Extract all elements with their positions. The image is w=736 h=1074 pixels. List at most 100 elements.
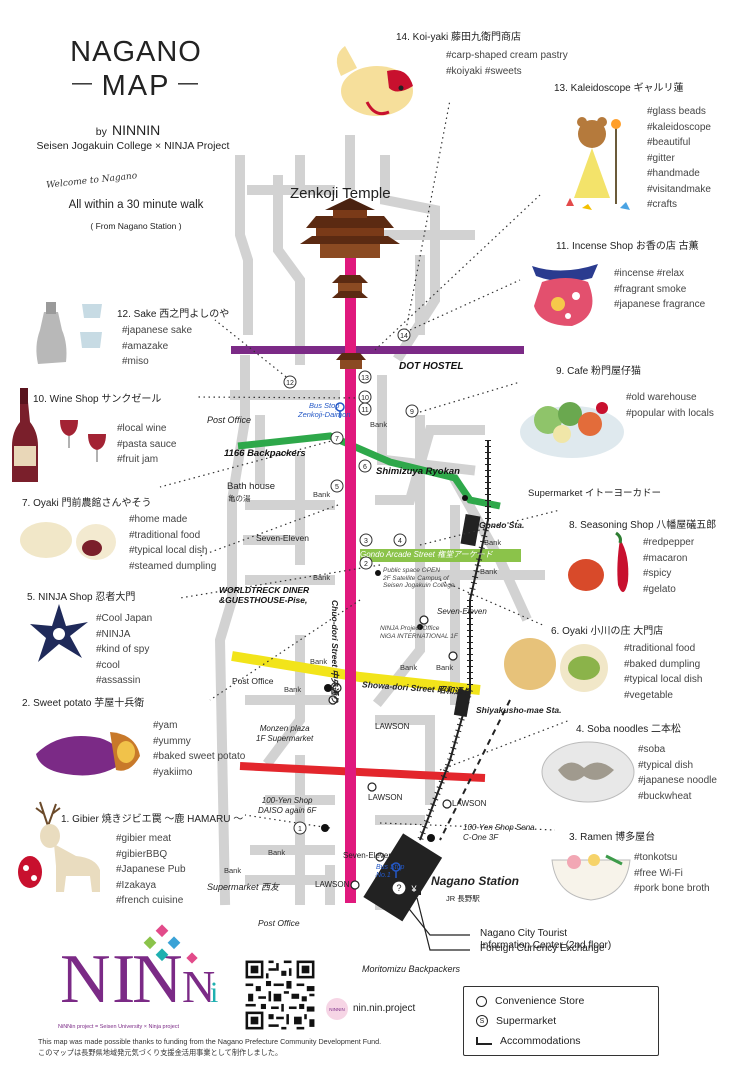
convenience-symbol (350, 880, 360, 890)
tourist-info-line2: Information Center (2nd floor) (480, 940, 612, 951)
daiso-line1: 100-Yen Shop (261, 796, 313, 805)
shop-6-tag: #vegetable (624, 689, 673, 701)
shop-3-tag: #tonkotsu (634, 852, 678, 863)
marker-11: 11 (361, 407, 368, 414)
supermarket-itoyokado-label: Supermarket イトーヨーカドー (528, 488, 662, 499)
shop-8-tag: #redpepper (643, 537, 695, 548)
svg-text:N: N (60, 941, 109, 1018)
shop-5-name: 5. NINJA Shop 忍者大門 (27, 592, 136, 603)
shop-4-tag: #typical dish (638, 759, 694, 771)
legend-convenience: Convenience Store (476, 995, 584, 1007)
logo-sub: NiNNin project = Seisen University × Nin… (58, 1024, 180, 1030)
kaleidoscope-illustration (566, 117, 630, 210)
bank-label: Bank (370, 420, 388, 429)
currency-leader (416, 897, 470, 951)
chuo-street-label: Chuo-dori Street 中央通り (330, 600, 340, 704)
shop-12-tag: #japanese sake (122, 325, 193, 336)
bank-label: Bank (268, 848, 286, 857)
svg-text:I: I (112, 941, 133, 1018)
street-purple (231, 346, 524, 354)
seven-eleven-2: Seven-Eleven (437, 607, 487, 616)
svg-text:i: i (210, 976, 218, 1009)
shop-7-tags: #home made #traditional food #typical lo… (129, 512, 216, 574)
sena-label: 100-Yen Shop Sena C-One 3F (463, 823, 535, 843)
marker-9: 9 (410, 409, 414, 416)
bus-stop-no1-line2: No.1 (376, 872, 391, 879)
funding-jp: このマップは長野県地域発元気づくり支援金活用事業として制作しました。 (38, 1048, 283, 1057)
shop-13-tag: #kaleidoscope (647, 121, 711, 133)
ninnin-logo: N I N N i (60, 918, 228, 1026)
bus-stop-zenkoji: Bus Stop Zenkoji-Daimon (298, 401, 351, 419)
black-dots (321, 495, 468, 842)
shop-5-tag: #cool (96, 659, 120, 671)
shop-5-tag: #kind of spy (96, 644, 150, 655)
shop-10-tag: #local wine (117, 423, 167, 434)
shop-5-tags: #Cool Japan #NINJA #kind of spy #cool #a… (96, 611, 152, 689)
marker-3: 3 (364, 538, 368, 545)
worldtreck-line2: &GUESTHOUSE-Pise, (219, 595, 308, 605)
shop-12-tag: #amazake (122, 340, 169, 352)
public-space-line3: Seisen Jogakuin College (383, 582, 455, 589)
shop-8-tag: #gelato (643, 583, 676, 595)
ramen-illustration (551, 854, 631, 901)
qr-code[interactable] (243, 958, 317, 1032)
bus-stop-label: Bus Stop (309, 401, 340, 410)
shop-6-tag: #typical local dish (624, 674, 703, 685)
info-leader (397, 894, 470, 936)
bath-house-label: Bath house (227, 481, 276, 492)
leader-lines (159, 99, 571, 831)
convenience-symbol (375, 852, 385, 862)
shop-6-name: 6. Oyaki 小川の庄 大門店 (551, 626, 664, 637)
bank-label: Bank (224, 866, 242, 875)
post-office-2: Post Office (232, 676, 274, 686)
shop-7-tag: #typical local dish (129, 545, 208, 556)
shop-1-name: 1. Gibier 焼きジビエ罠 〜鹿 HAMARU 〜 (61, 814, 244, 825)
shop-1-tag: #french cuisine (116, 895, 184, 906)
convenience-symbol (448, 651, 458, 661)
shop-1-tag: #Japanese Pub (116, 864, 186, 875)
svg-text:?: ? (396, 883, 401, 893)
shop-8-tag: #spicy (643, 568, 672, 579)
shop-3-name: 3. Ramen 博多屋台 (569, 832, 656, 843)
funding-en: This map was made possible thanks to fun… (38, 1037, 382, 1046)
shop-13-tag: #gitter (647, 152, 675, 164)
shop-3-tags: #tonkotsu #free Wi-Fi #pork bone broth (634, 850, 710, 897)
convenience-symbol (442, 799, 452, 809)
oyaki-sanyaso-illustration (20, 522, 116, 560)
shop-14-tag: #carp-shaped cream pastry (446, 50, 568, 61)
tagline: All within a 30 minute walk (68, 199, 204, 211)
sena-line1: 100-Yen Shop Sena (463, 823, 535, 832)
byline: by NINNIN (78, 120, 178, 139)
site-link[interactable]: nin.nin.project (353, 1003, 416, 1014)
shop-13-tag: #visitandmake (647, 183, 711, 195)
road-nishi (273, 175, 305, 365)
post-office-3: Post Office (258, 918, 300, 928)
legend-supermarket-label: Supermarket (496, 1015, 557, 1027)
bank-label: Bank (480, 567, 498, 576)
monzen-plaza-line1: Monzen plaza (259, 724, 310, 733)
legend: Convenience Store S Supermarket Accommod… (463, 986, 659, 1056)
bus-stop-icon (335, 402, 401, 878)
dot-hostel-label: DOT HOSTEL (399, 361, 464, 372)
shop-2-tag: #yam (153, 720, 178, 731)
gondo-station-label: Gondo Sta. (479, 520, 525, 530)
shop-11-tag: #incense #relax (614, 268, 685, 279)
shop-3-tag: #pork bone broth (634, 883, 710, 894)
shop-2-tag: #yummy (153, 735, 191, 747)
bus-stop-no1-line1: Bus Stop (376, 864, 405, 871)
shop-8-name: 8. Seasoning Shop 八幡屋礒五郎 (569, 520, 717, 531)
ninja-star-illustration (30, 604, 88, 662)
shop-13-tags: #glass beads #kaleidoscope #beautiful #g… (647, 104, 711, 213)
shop-11-tag: #japanese fragrance (614, 299, 706, 310)
street-showa (231, 651, 481, 695)
shop-2-tag: #yakiimo (153, 766, 193, 778)
marker-6: 6 (363, 464, 367, 471)
nagano-station-block (363, 833, 443, 922)
monzen-plaza-label: Monzen plaza 1F Supermarket (256, 724, 313, 744)
shop-4-tags: #soba #typical dish #japanese noodle #bu… (638, 742, 717, 804)
moritomizu-label: Moritomizu Backpackers (362, 964, 461, 974)
marker-1: 1 (298, 826, 302, 833)
marker-12: 12 (286, 380, 294, 387)
ninja-office-line2: NiGA INTERNATIONAL 1F (380, 632, 458, 640)
